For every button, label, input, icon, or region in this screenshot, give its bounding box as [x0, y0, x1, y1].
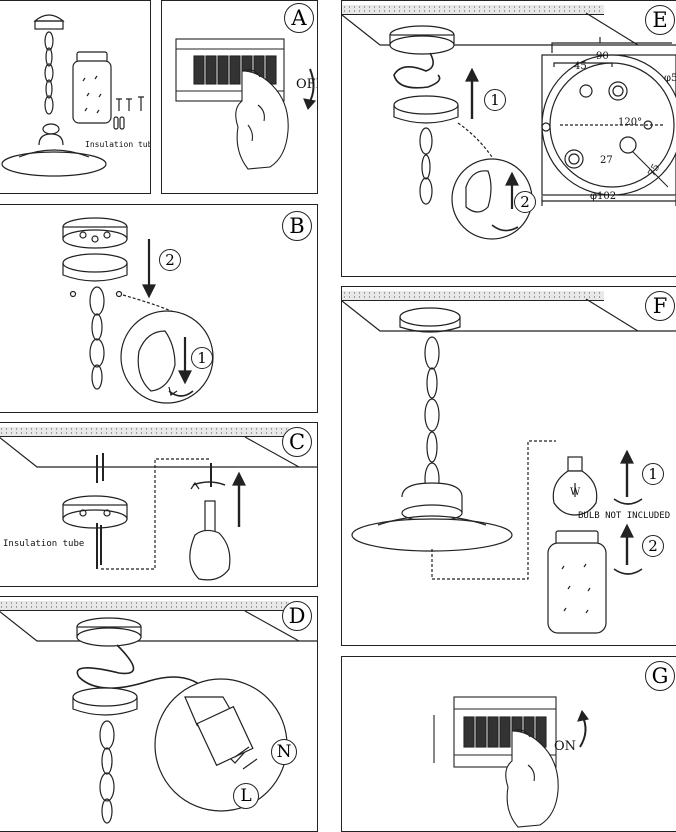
panel-g: G ON: [341, 656, 676, 832]
bulb-w-label: W: [570, 487, 581, 498]
step-letter-d: D: [282, 601, 312, 631]
dimension-120-degrees: 120°: [618, 117, 643, 128]
panel-e: E 1 2 90 45 φ5 120° 27 75 φ102: [341, 0, 676, 277]
step-number-1: 1: [484, 89, 506, 111]
panel-b-illustration: [62, 217, 214, 404]
on-label: ON: [554, 739, 577, 754]
wire-label-l: L: [233, 783, 259, 809]
dimension-phi5: φ5: [664, 73, 676, 84]
step-letter-g: G: [645, 661, 675, 691]
wire-label-n: N: [271, 739, 297, 765]
ceiling: [342, 291, 604, 301]
step-letter-c: C: [282, 427, 312, 457]
insulation-tube-label: Insulation tube: [3, 539, 85, 549]
panel-components: Insulation tube: [0, 0, 151, 194]
breaker-off-illustration: [175, 38, 317, 170]
chain: [44, 31, 54, 115]
panel-e-illustration: [342, 12, 676, 240]
panel-c: C Insulation tube: [0, 422, 318, 587]
components-illustration: [1, 14, 144, 177]
panel-b: B 2 1: [0, 204, 318, 413]
dimension-phi102: φ102: [590, 191, 617, 202]
bulb-not-included-note: BULB NOT INCLUDED: [578, 511, 671, 521]
insulation-tube-label: Insulation tube: [85, 140, 151, 149]
step-letter-f: F: [645, 291, 675, 321]
dimension-45: 45: [574, 61, 587, 72]
dimension-27: 27: [600, 155, 613, 166]
step-letter-e: E: [645, 5, 675, 35]
panel-f: F 1 2 BULB NOT INCLUDED W: [341, 286, 676, 646]
panel-d-illustration: [0, 610, 317, 824]
ceiling: [342, 5, 604, 15]
panel-d: D N L: [0, 596, 318, 832]
ceiling: [0, 601, 289, 611]
step-letter-b: B: [282, 211, 312, 241]
breaker-on-illustration: [433, 696, 589, 828]
step-letter-a: A: [284, 3, 314, 33]
step-number-1: 1: [642, 463, 664, 485]
panel-f-illustration: [342, 298, 676, 634]
step-number-1: 1: [191, 347, 213, 369]
panel-a: A OFF: [161, 0, 318, 194]
panel-c-illustration: [0, 436, 317, 581]
step-number-2: 2: [642, 535, 664, 557]
step-number-2: 2: [159, 249, 181, 271]
off-label: OFF: [296, 77, 317, 92]
ceiling: [0, 427, 289, 437]
step-number-2: 2: [514, 191, 536, 213]
dimension-90: 90: [596, 51, 609, 62]
